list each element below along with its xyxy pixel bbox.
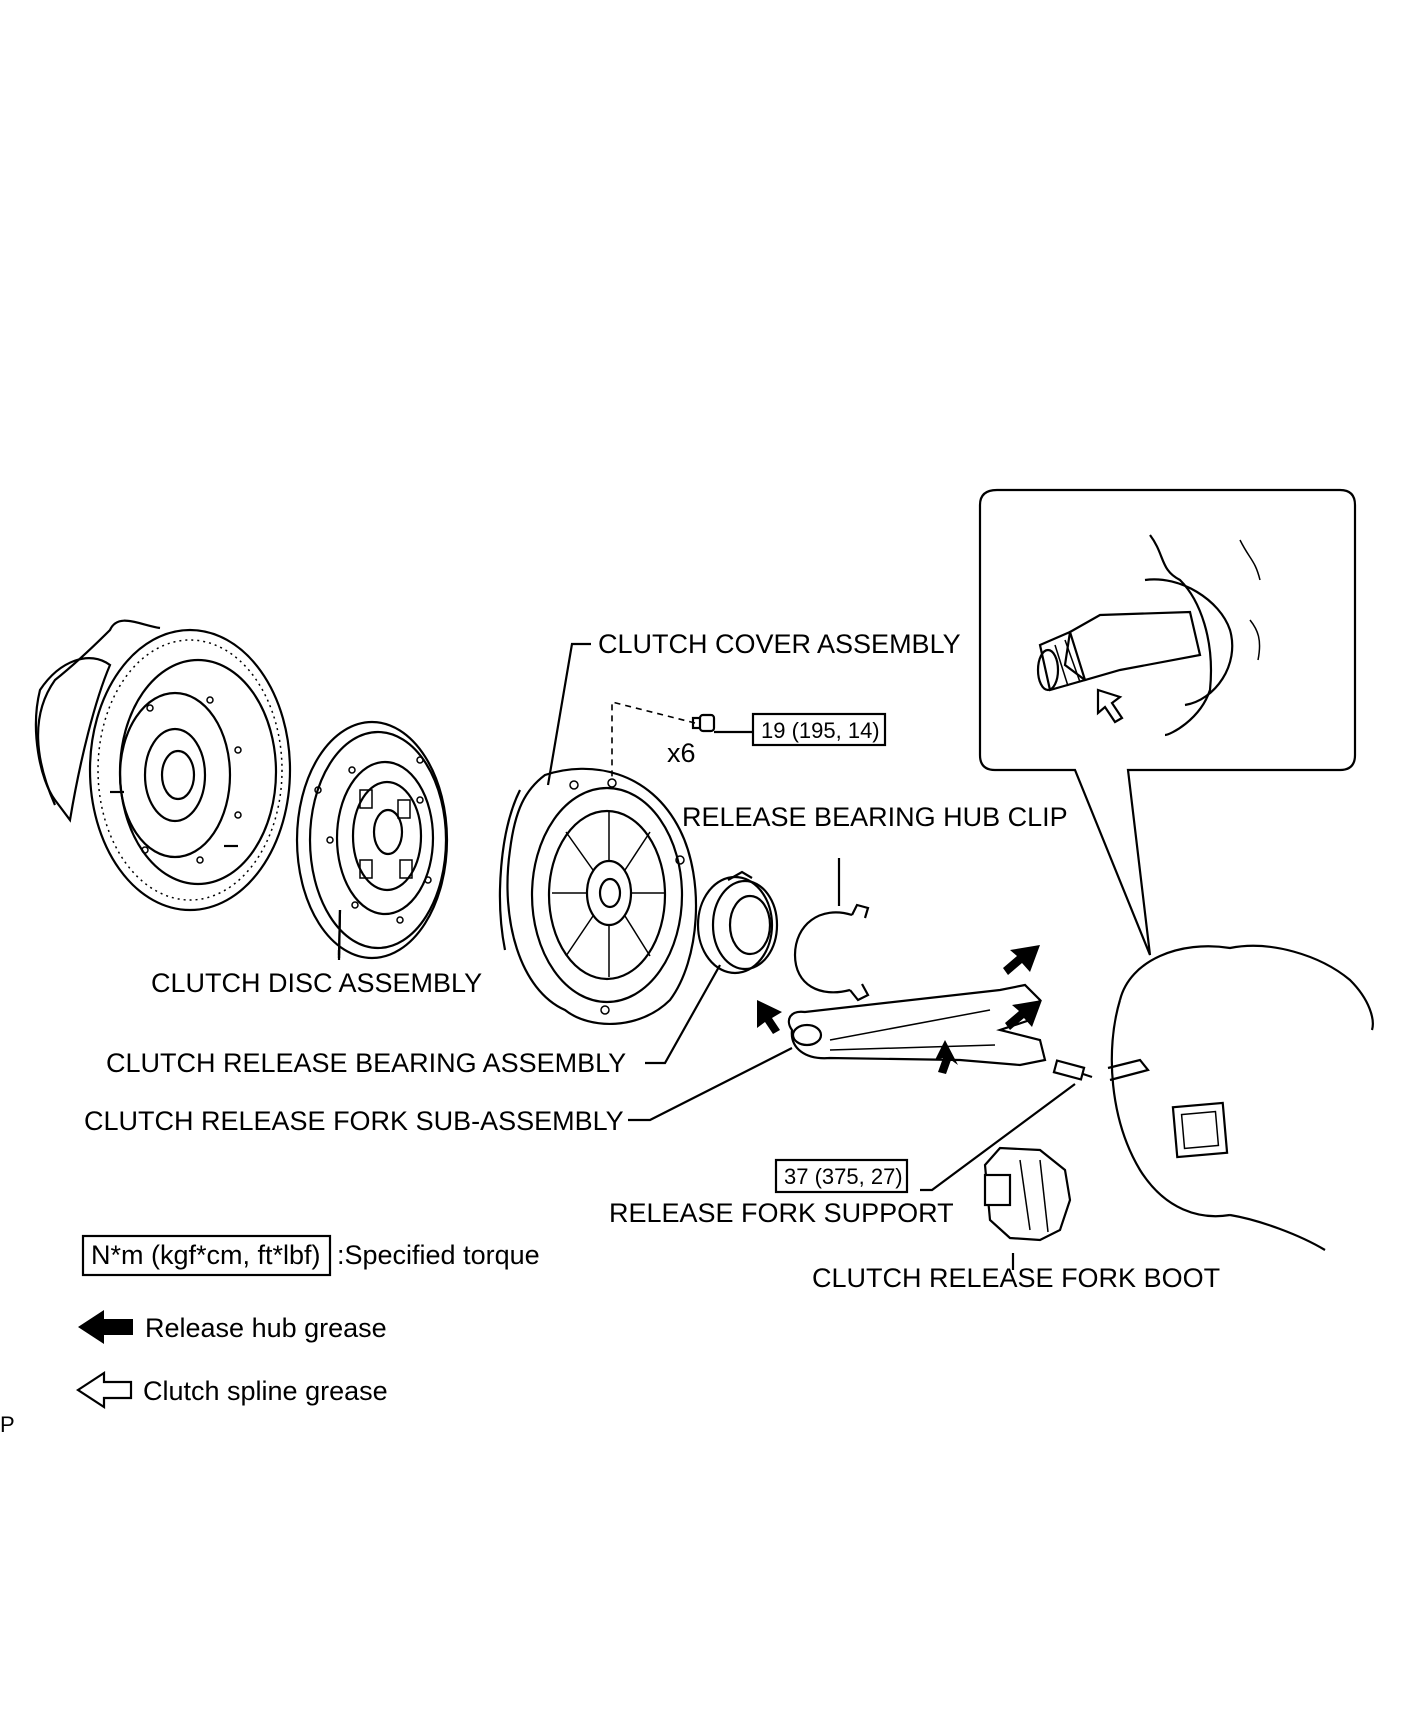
label-release-fork-support: RELEASE FORK SUPPORT [609, 1198, 954, 1228]
label-clutch-release-fork-sub-assembly: CLUTCH RELEASE FORK SUB-ASSEMBLY [84, 1106, 624, 1136]
cover-bolt-torque-box [751, 712, 887, 747]
cover-bolt-torque-value: 19 (195, 14) [761, 718, 880, 743]
clutch-spline-grease-legend-arrow-icon [75, 1370, 133, 1410]
legend-clutch-spline-grease: Clutch spline grease [143, 1376, 388, 1406]
release-hub-grease-arrow-icon [1003, 945, 1040, 975]
release-hub-grease-arrow-icon [757, 1000, 782, 1034]
release-fork-illustration [787, 983, 1047, 1067]
legend-release-hub-grease: Release hub grease [145, 1313, 387, 1343]
part-labels: CLUTCH COVER ASSEMBLY RELEASE BEARING HU… [84, 629, 1220, 1293]
detail-callout-bubble [978, 488, 1357, 956]
transmission-housing-illustration [1107, 944, 1374, 1251]
legend: N*m (kgf*cm, ft*lbf) :Specified torque R… [75, 1234, 540, 1410]
label-clutch-disc-assembly: CLUTCH DISC ASSEMBLY [151, 968, 482, 998]
leader-lines [337, 642, 1076, 1270]
release-hub-grease-legend-arrow-icon [78, 1310, 133, 1344]
corner-mark: P [0, 1412, 15, 1437]
label-clutch-release-fork-boot: CLUTCH RELEASE FORK BOOT [812, 1263, 1220, 1293]
fork-support-torque-box [774, 1158, 909, 1194]
cover-bolt-quantity: x6 [667, 738, 696, 768]
fork-support-illustration [1052, 1059, 1093, 1081]
label-clutch-cover-assembly: CLUTCH COVER ASSEMBLY [598, 629, 961, 659]
legend-torque-box [81, 1234, 332, 1277]
torque-specs: 19 (195, 14) x6 37 (375, 27) [667, 712, 909, 1194]
clutch-disc-illustration [295, 720, 449, 960]
fork-support-torque-value: 37 (375, 27) [784, 1164, 903, 1189]
release-bearing-illustration [696, 870, 779, 975]
release-hub-grease-arrows [757, 945, 1042, 1074]
release-hub-grease-arrow-icon [1005, 1000, 1042, 1030]
label-clutch-release-bearing-assembly: CLUTCH RELEASE BEARING ASSEMBLY [106, 1048, 626, 1078]
flywheel-illustration [34, 619, 292, 912]
legend-specified-torque: :Specified torque [337, 1240, 540, 1270]
release-hub-grease-arrow-icon [935, 1040, 958, 1074]
label-release-bearing-hub-clip: RELEASE BEARING HUB CLIP [682, 802, 1068, 832]
clutch-spline-grease-arrow-icon [1096, 688, 1124, 724]
legend-torque-units: N*m (kgf*cm, ft*lbf) [91, 1240, 321, 1270]
cover-bolt-illustration [611, 700, 716, 780]
fork-boot-illustration [983, 1146, 1072, 1242]
hub-clip-illustration [793, 903, 870, 1002]
clutch-cover-illustration [498, 767, 698, 1025]
